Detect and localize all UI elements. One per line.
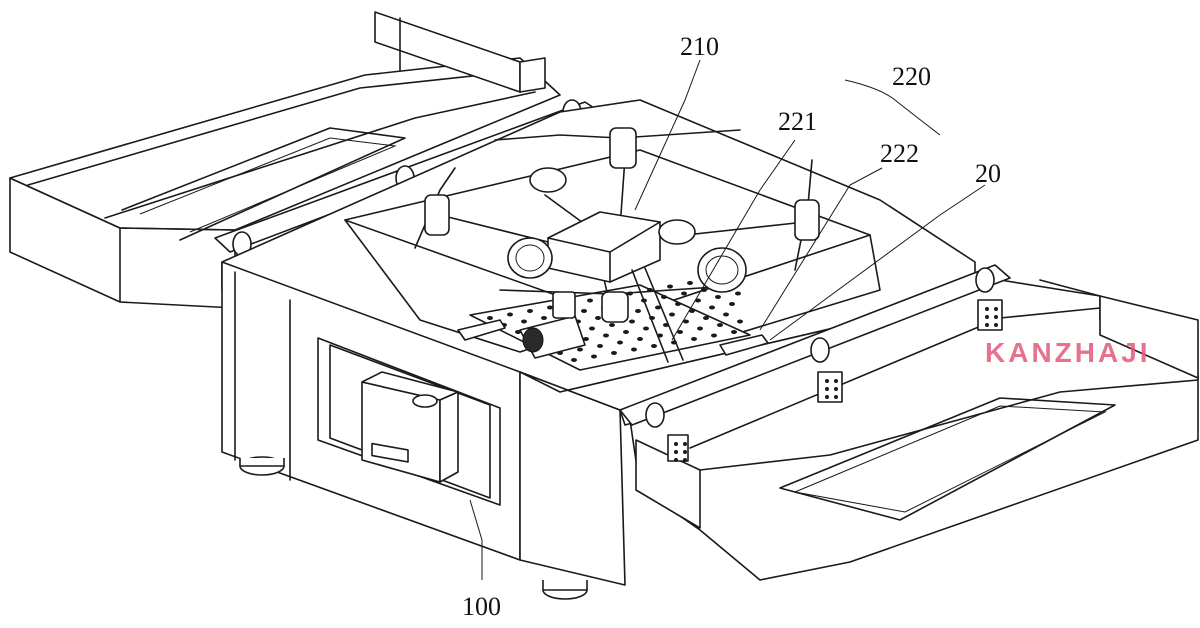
grid-hole: [697, 326, 703, 331]
cover-hole: [985, 315, 989, 319]
cover-hole: [834, 395, 838, 399]
label-220: 220: [892, 62, 931, 91]
grid-hole: [603, 333, 609, 338]
grid-hole: [643, 326, 649, 331]
grid-hole: [629, 319, 635, 324]
label-222: 222: [880, 139, 919, 168]
grid-hole: [731, 330, 737, 334]
grid-hole: [711, 333, 717, 338]
grid-hole: [717, 323, 723, 327]
grid-hole: [595, 316, 601, 320]
grid-hole: [527, 309, 533, 313]
label-210: 210: [680, 32, 719, 61]
cover-hole: [674, 450, 678, 454]
grid-hole: [687, 281, 693, 285]
grid-hole: [635, 309, 641, 313]
grid-hole: [703, 316, 709, 320]
grid-hole: [691, 337, 697, 341]
grid-hole: [695, 298, 701, 303]
watermark: KANZHAJI: [985, 337, 1151, 368]
grid-hole: [655, 305, 661, 310]
cover-hole: [683, 442, 687, 446]
grid-hole: [623, 330, 629, 334]
cover-hole: [985, 307, 989, 311]
cover-hole: [683, 450, 687, 454]
grid-hole: [547, 305, 553, 310]
grid-hole: [597, 344, 603, 348]
grid-hole: [591, 354, 597, 359]
right-cover: [619, 264, 1199, 581]
grid-hole: [709, 305, 715, 310]
grid-hole: [677, 330, 683, 334]
grid-hole: [583, 337, 589, 341]
grid-hole: [651, 344, 657, 348]
grid-hole: [689, 309, 695, 313]
cover-hole: [683, 458, 687, 462]
watermark-text: KANZHAJI: [985, 337, 1151, 368]
cover-hole: [674, 458, 678, 462]
label-20: 20: [975, 159, 1001, 188]
grid-hole: [631, 347, 637, 352]
leader-lines: [469, 59, 986, 580]
grid-hole: [587, 298, 593, 303]
grid-hole: [507, 312, 513, 317]
cover-hole: [994, 307, 998, 311]
grid-hole: [581, 309, 587, 313]
grid-hole: [637, 337, 643, 341]
grid-hole: [683, 319, 689, 324]
cover-hole: [825, 379, 829, 383]
cover-hole: [994, 315, 998, 319]
cover-holes: [674, 307, 998, 462]
grid-hole: [515, 330, 521, 334]
control-box: [361, 371, 459, 483]
grid-hole: [675, 302, 681, 306]
grid-hole: [617, 340, 623, 345]
cover-hole: [994, 323, 998, 327]
grid-hole: [609, 323, 615, 327]
feet: [239, 456, 588, 600]
grid-hole: [737, 319, 743, 324]
grid-hole: [541, 316, 547, 320]
cover-hole: [985, 323, 989, 327]
label-221: 221: [778, 107, 817, 136]
grid-hole: [669, 312, 675, 317]
drone: [414, 127, 820, 363]
cover-hole: [825, 387, 829, 391]
grid-hole: [487, 316, 493, 320]
cover-hole: [834, 387, 838, 391]
grid-hole: [521, 319, 527, 324]
grid-hole: [723, 312, 729, 317]
label-100: 100: [462, 592, 501, 621]
cover-hole: [834, 379, 838, 383]
grid-hole: [729, 302, 735, 306]
grid-hole: [589, 326, 595, 331]
grid-hole: [735, 291, 741, 296]
grid-hole: [701, 288, 707, 292]
grid-hole: [681, 291, 687, 296]
grid-hole: [715, 295, 721, 299]
grid-hole: [611, 351, 617, 355]
grid-hole: [667, 284, 673, 289]
grid-hole: [661, 295, 667, 299]
grid-hole: [577, 347, 583, 352]
cover-hole: [674, 442, 678, 446]
grid-hole: [571, 358, 577, 362]
cover-hole: [825, 395, 829, 399]
